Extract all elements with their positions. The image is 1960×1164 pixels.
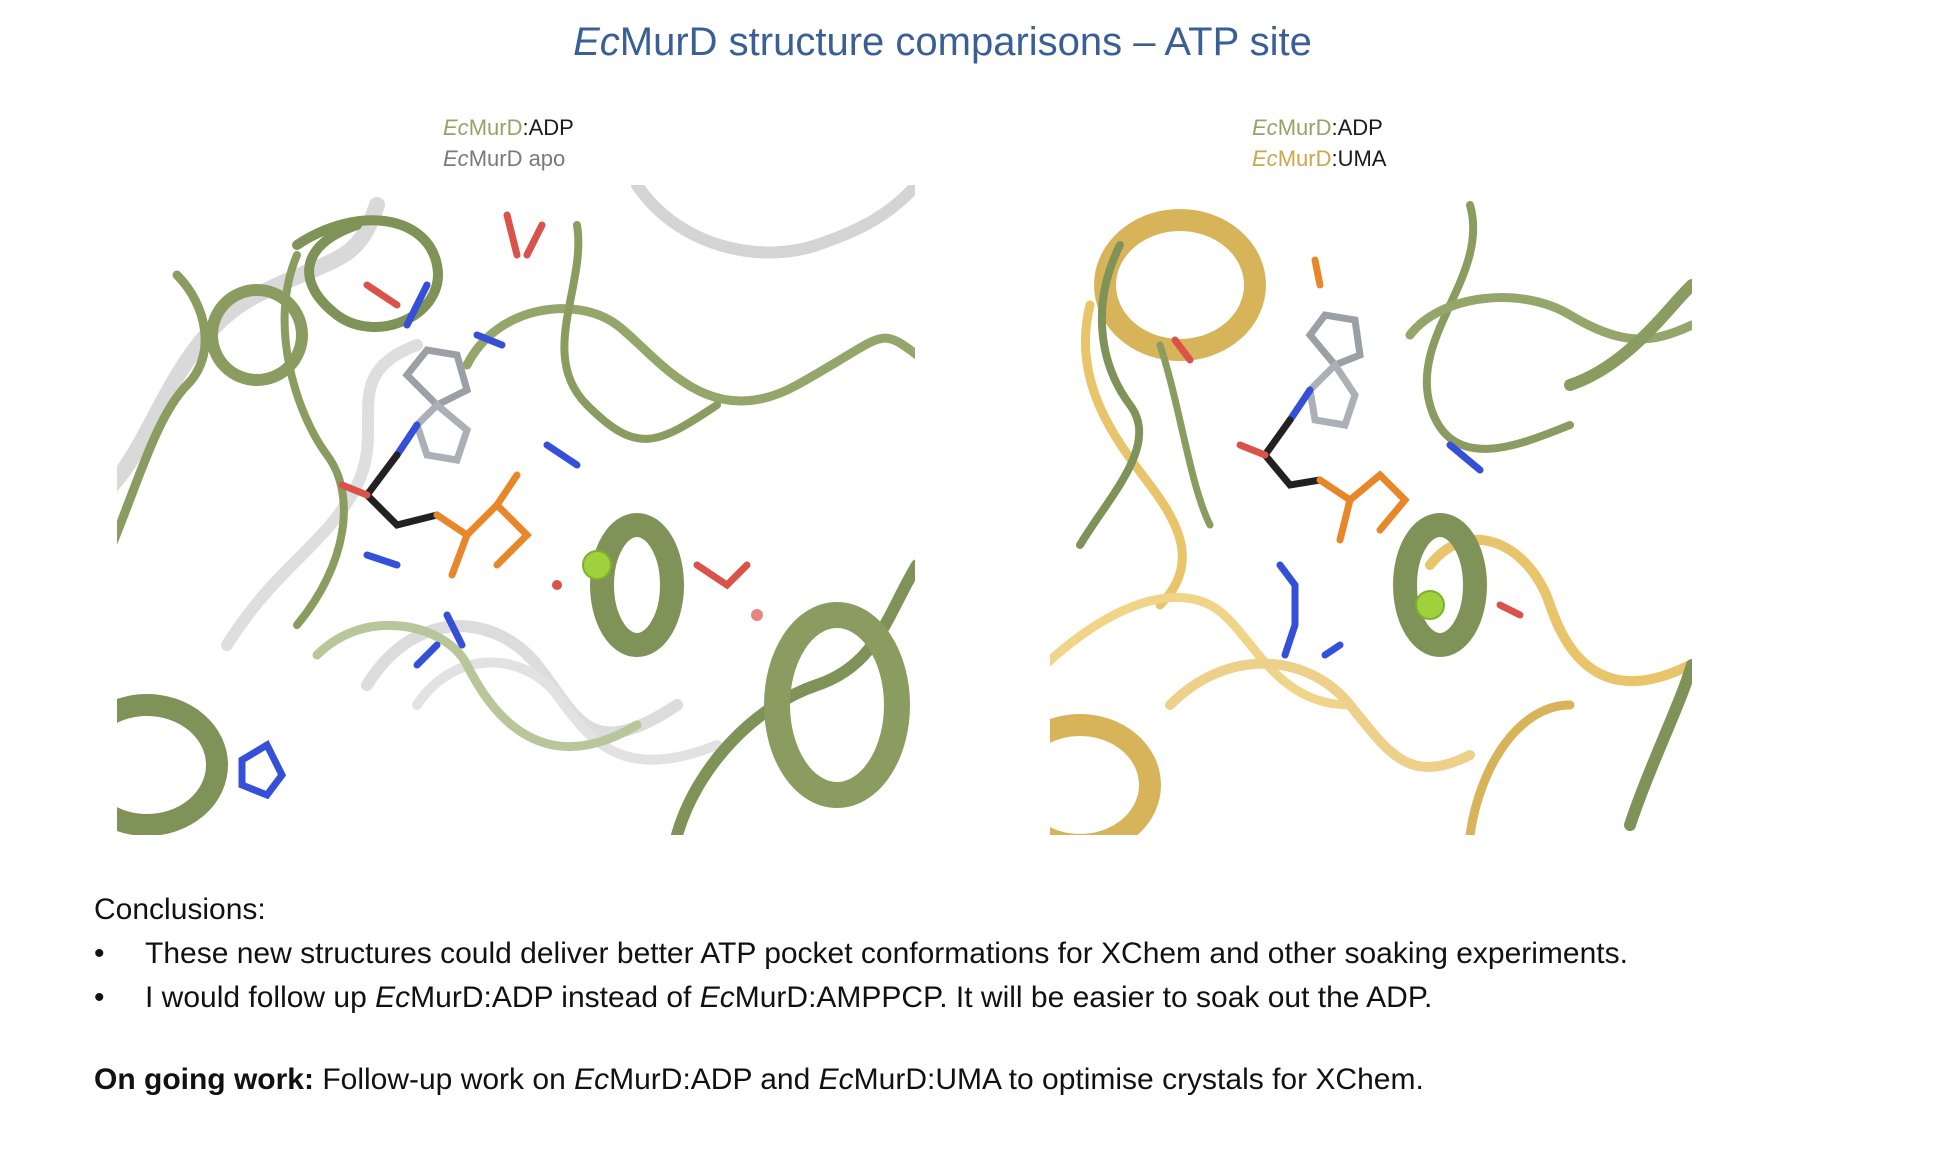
legend-entry-ecmurd-adp: EcMurD:ADP <box>443 115 574 140</box>
bullet-glyph: • <box>94 981 105 1014</box>
conclusions-list: •These new structures could deliver bett… <box>94 932 1914 1020</box>
list-item: •These new structures could deliver bett… <box>94 932 1914 976</box>
legend-entry-ecmurd-apo: EcMurD apo <box>443 146 566 171</box>
protein-cartoon-adp-apo <box>117 185 915 835</box>
list-item: •I would follow up EcMurD:ADP instead of… <box>94 976 1914 1020</box>
structure-image-adp-vs-uma <box>1050 185 1692 835</box>
right-panel-legend: EcMurD:ADP EcMurD:UMA <box>1252 112 1386 174</box>
conclusions-heading: Conclusions: <box>94 893 266 926</box>
bullet-glyph: • <box>94 937 105 970</box>
ongoing-work-label: On going work: <box>94 1063 314 1096</box>
left-panel-legend: EcMurD:ADP EcMurD apo <box>443 112 574 174</box>
legend-entry-ecmurd-uma: EcMurD:UMA <box>1252 146 1387 171</box>
legend-entry-ecmurd-adp: EcMurD:ADP <box>1252 115 1383 140</box>
structure-image-adp-vs-apo <box>117 185 915 835</box>
conclusions-section: Conclusions: •These new structures could… <box>94 888 1914 1020</box>
ongoing-work-text: On going work: Follow-up work on EcMurD:… <box>94 1063 1424 1096</box>
slide-title: EcMurD structure comparisons – ATP site <box>573 20 1312 64</box>
protein-cartoon-adp-uma <box>1050 201 1692 835</box>
